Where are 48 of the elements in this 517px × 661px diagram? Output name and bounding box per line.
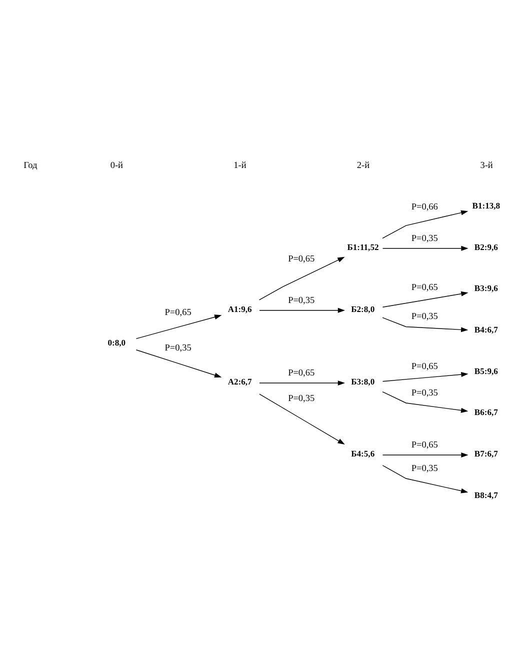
arrow [382,290,468,307]
edge-label: P=0,35 [288,394,315,404]
edge-label: P=0,65 [164,307,192,318]
arrow [382,390,468,412]
edge-label: P=0,35 [288,295,315,306]
node-text: В8:4,7 [474,489,498,500]
arrow [258,256,345,300]
edge-label: P=0,65 [288,368,315,378]
arrow [259,307,346,312]
node-text: А2:6,7 [228,376,252,386]
arrow [136,349,222,378]
node-text: Б4:5,6 [351,448,375,458]
edge-label: P=0,35 [411,388,438,398]
node-text: Б2:8,0 [351,303,375,314]
arrow [382,452,468,457]
node-text: А1:9,6 [228,303,252,314]
label: 0-й [110,160,124,171]
arrow [382,316,468,332]
edge-label: P=0,65 [288,254,315,264]
node-text: Б1:11,52 [347,241,379,252]
arrow [382,464,468,493]
node-text: В5:9,6 [474,365,498,376]
node-text: В3:9,6 [474,282,498,293]
label: 3-й [480,160,493,171]
node-text: В6:6,7 [474,406,498,417]
arrow [136,314,222,339]
edge-label: P=0,35 [411,233,438,244]
edge-label: P=0,35 [411,312,438,322]
edge-label: P=0,35 [411,463,438,474]
arrow [382,210,468,238]
node-text: В1:13,8 [472,200,500,210]
label: 2-й [356,160,370,171]
node-text: В2:9,6 [474,241,498,252]
label: 1-й [234,160,246,171]
edge-label: P=0,65 [411,282,438,292]
arrow [259,393,345,444]
label: Год [24,160,38,171]
edge-label: P=0,35 [164,343,192,354]
node-text: В4:6,7 [474,324,498,334]
edge-label: P=0,65 [411,362,438,372]
arrow [382,372,468,382]
node-text: Б3:8,0 [351,376,375,386]
arrow [382,245,468,250]
edge-label: P=0,65 [411,440,438,450]
node-text: 0:8,0 [108,336,126,347]
edge-label: P=0,66 [411,202,438,212]
node-text: В7:6,7 [474,448,498,458]
arrow [259,380,346,386]
